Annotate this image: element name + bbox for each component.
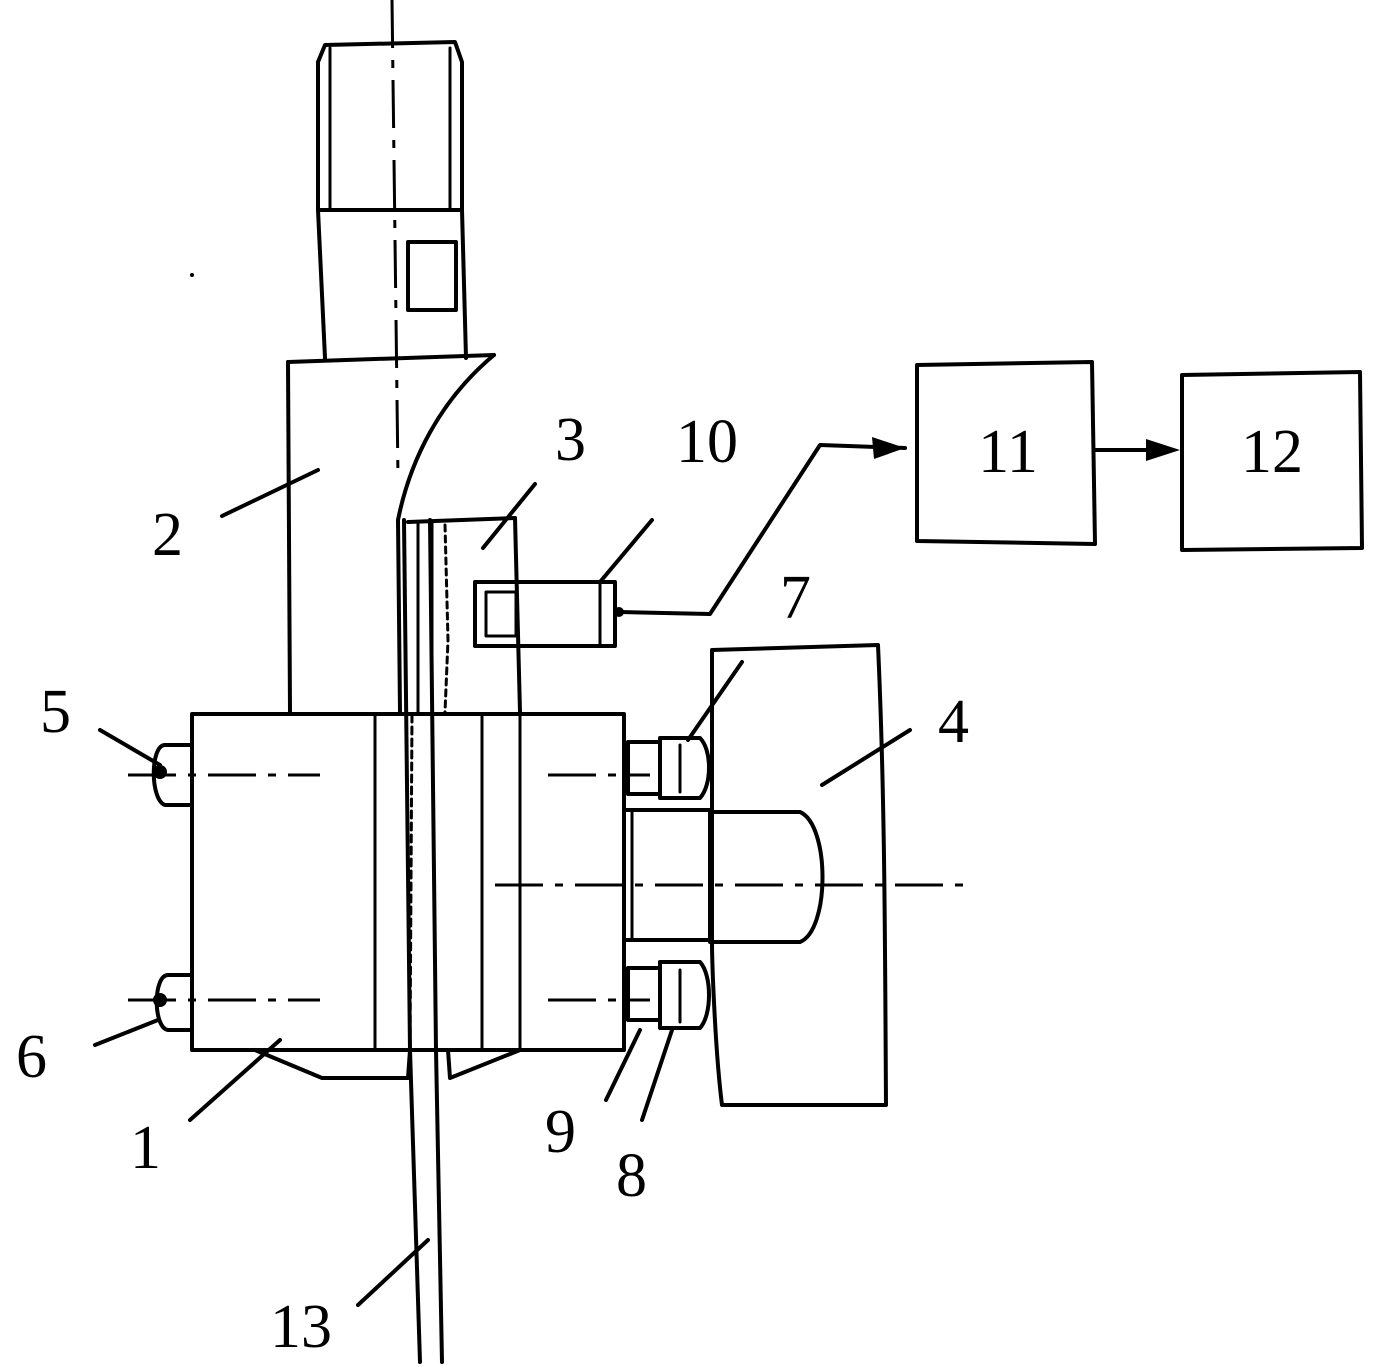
body-2 [288,355,494,712]
label-9: 9 [545,1098,576,1166]
label-5: 5 [40,678,71,746]
screw-7 [628,738,709,798]
wire-13 [404,520,442,1362]
label-10: 10 [676,408,738,476]
label-4: 4 [938,688,969,756]
label-8: 8 [616,1142,647,1210]
screw-8 [628,962,709,1028]
label-13: 13 [270,1293,332,1361]
wheel-4 [712,645,886,1105]
label-11: 11 [978,418,1038,486]
arrow-head-icon [872,437,905,459]
bolt-6 [153,275,192,1030]
guide-3 [408,518,520,712]
label-12: 12 [1241,418,1303,486]
arrow-head-icon [1146,439,1180,461]
label-3: 3 [555,406,586,474]
arrow-11-12 [1095,439,1180,461]
label-2: 2 [152,501,183,569]
label-7: 7 [780,564,811,632]
label-6: 6 [16,1023,47,1091]
hub [624,810,823,942]
label-1: 1 [130,1114,161,1182]
